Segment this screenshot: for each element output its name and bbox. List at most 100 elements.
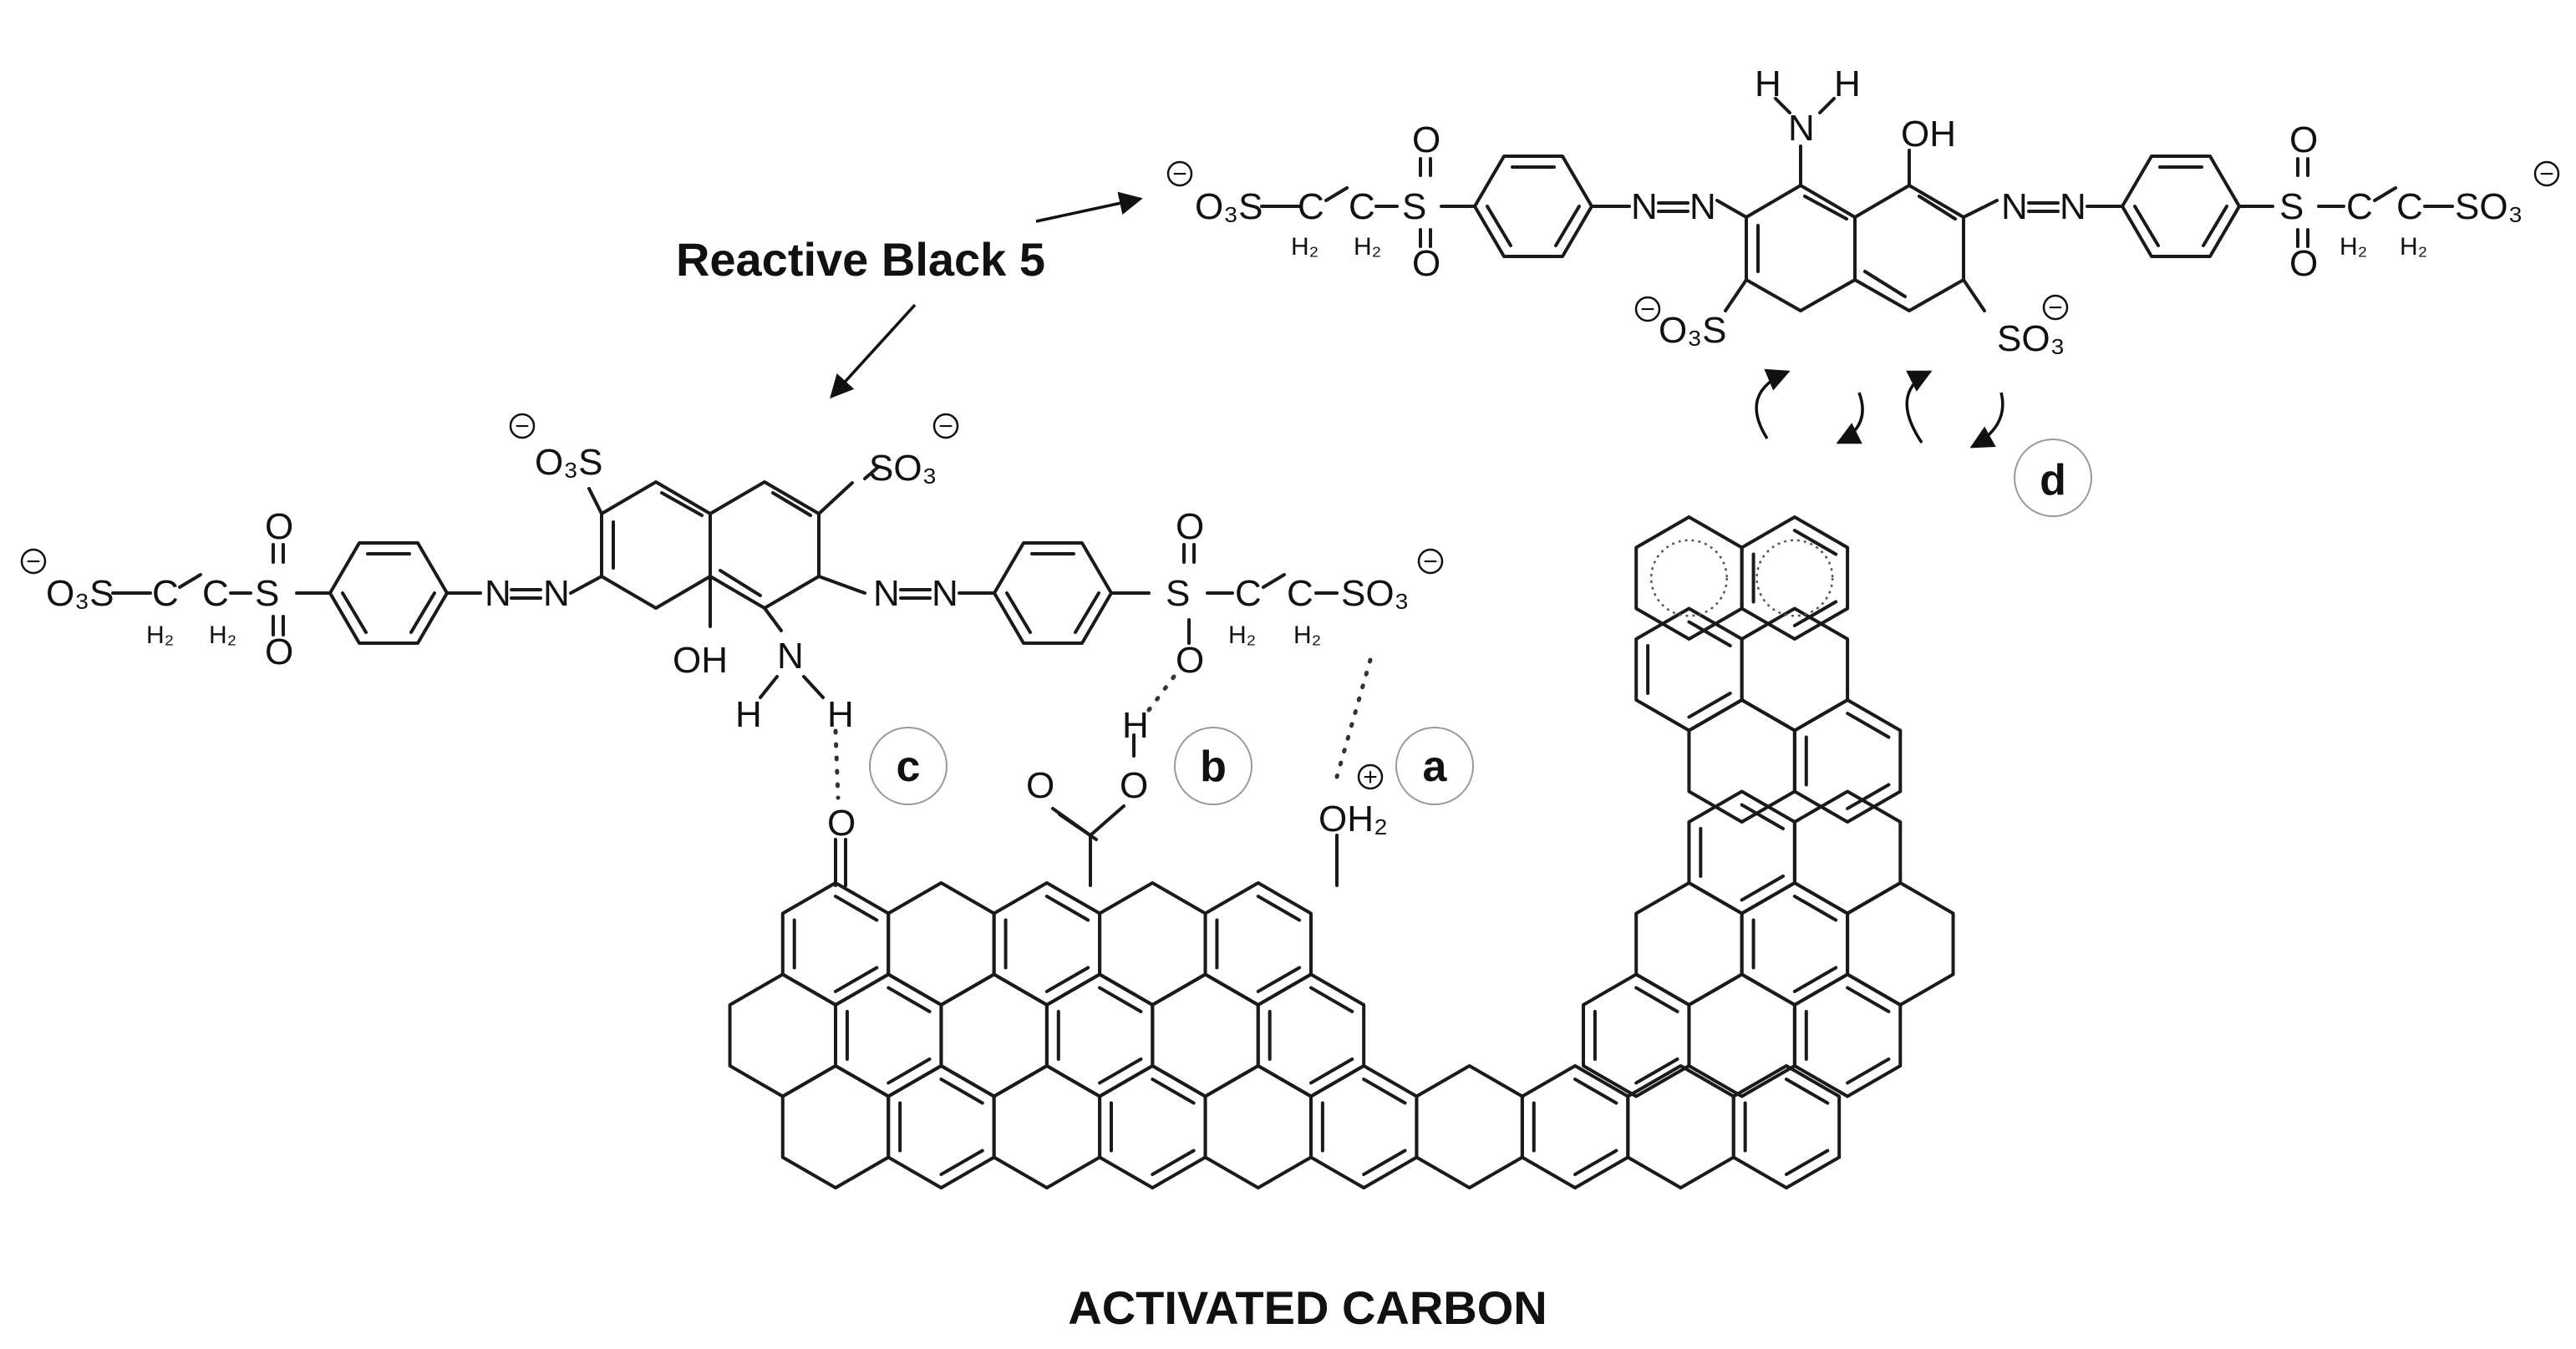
carbon-ring (1634, 606, 1744, 733)
atom-label: OH (673, 640, 728, 681)
carbon-ring (1098, 1064, 1207, 1189)
atom-label: N (932, 573, 958, 614)
carbon-double-bond (1792, 895, 1838, 922)
atom-label: N (777, 636, 804, 677)
atom-label: O (1412, 119, 1440, 160)
carbon-double-bond (1044, 895, 1090, 922)
atom-label: H (1834, 63, 1861, 104)
carbon-double-bond (1256, 895, 1302, 922)
carbon-ring (1634, 881, 1744, 1007)
atom-label: H (1122, 705, 1149, 746)
atom-label: H₂ (1228, 621, 1256, 649)
charge-sign: − (2048, 294, 2063, 322)
atom-label: N (543, 573, 570, 614)
negative-charge-icon (1634, 296, 1661, 322)
carbon-ring (1740, 881, 1850, 1007)
atom-label: O (265, 631, 293, 672)
carbon-double-bond (1308, 986, 1354, 1014)
carbon-ring (992, 881, 1102, 1007)
atom-label: O₃S (535, 442, 603, 483)
atom-label: H (827, 694, 854, 735)
badge-label: c (897, 743, 921, 791)
carbon-double-bond (1151, 1078, 1196, 1105)
atom-label: N (1631, 186, 1658, 227)
carbon-double-bond (1362, 1149, 1407, 1176)
atom-label: O (1412, 243, 1440, 284)
atom-label: H₂ (146, 621, 174, 649)
atom-label: C (1298, 186, 1324, 227)
carbon-double-bond (1784, 1078, 1830, 1105)
atom-label: O (265, 506, 293, 547)
carbon-double-bond (1573, 1149, 1618, 1176)
title-reactive-black-5: Reactive Black 5 (676, 233, 1045, 286)
carbon-double-bond (939, 1149, 984, 1176)
carbon-ring (1203, 1064, 1313, 1189)
carbon-double-bond (1792, 966, 1838, 993)
carbon-double-bond (1687, 620, 1732, 648)
atom-label: O (1176, 640, 1204, 681)
atom-label: H₂ (1293, 621, 1321, 649)
charge-sign: + (1363, 763, 1378, 791)
carbon-surface-groups: O O O H OH₂ + (827, 705, 1388, 887)
carbon-double-bond (1846, 986, 1891, 1014)
charge-sign: − (1172, 160, 1187, 188)
carbon-ring (939, 972, 1049, 1098)
atom-label: O (2289, 243, 2318, 284)
charge-sign: − (515, 413, 530, 440)
negative-charge-icon (20, 548, 47, 575)
pi-pi-stacking-arrows (1755, 368, 2004, 449)
carbon-ring (1203, 881, 1313, 1007)
negative-charge-icon (2042, 294, 2069, 321)
atom-label: SO₃ (869, 448, 937, 489)
activated-carbon-lattice (728, 515, 1955, 1189)
positive-charge-icon (1357, 763, 1384, 790)
atom-label: S (1402, 186, 1426, 227)
arrow-to-bottom-dye (830, 303, 917, 399)
negative-charge-icon (509, 413, 536, 439)
charge-sign: − (26, 548, 41, 576)
atom-label: N (2060, 186, 2086, 227)
carbon-double-bond (1792, 600, 1838, 627)
negative-charge-icon (2533, 160, 2560, 187)
carbon-double-bond (1308, 1057, 1354, 1085)
atom-label: O (2289, 119, 2318, 160)
carbon-double-bond (1634, 986, 1679, 1014)
badge-label: b (1200, 743, 1227, 791)
atom-label: SO₃ (2455, 186, 2523, 227)
carbon-ring (1098, 881, 1207, 1007)
activated-carbon-label: ACTIVATED CARBON (1068, 1281, 1547, 1334)
hbond-c-line (833, 728, 841, 800)
carbon-double-bond (1098, 1057, 1143, 1085)
carbon-ring (1731, 1064, 1842, 1189)
atom-label: H₂ (1291, 233, 1318, 261)
atom-label: O₃S (1659, 310, 1727, 351)
badge-c: c (869, 727, 948, 805)
carbon-ring (1846, 881, 1955, 1007)
carbon-ring (834, 972, 943, 1098)
carbon-ring (887, 1064, 996, 1189)
carbon-ring (1792, 698, 1903, 824)
carbon-ring (1308, 1064, 1419, 1189)
carbon-ring (887, 881, 996, 1007)
charge-sign: − (1423, 548, 1438, 576)
carbon-ring (992, 1064, 1102, 1189)
carbon-double-bond (1792, 529, 1838, 556)
carbon-double-bond (1846, 1057, 1891, 1085)
atom-label: C (1235, 573, 1262, 614)
carbon-double-bond (1151, 1149, 1196, 1176)
carbon-ring (780, 881, 891, 1007)
atom-label: OH (1901, 114, 1956, 155)
carbon-double-bond (1740, 874, 1785, 902)
carbon-ring (780, 1064, 891, 1189)
carbon-ring (1151, 972, 1260, 1098)
atom-label: N (2001, 186, 2028, 227)
badge-d: d (2014, 439, 2092, 517)
top-dye-molecule: − O₃S C H₂ C H₂ S O O N N N H H OH (1166, 63, 2560, 359)
carbon-ring (1792, 789, 1903, 915)
atom-label: N (1689, 186, 1716, 227)
atom-label: O (1176, 506, 1204, 547)
aromatic-ring-marker (1649, 539, 1728, 617)
atom-label: H (1755, 63, 1781, 104)
badge-a: a (1395, 727, 1474, 805)
